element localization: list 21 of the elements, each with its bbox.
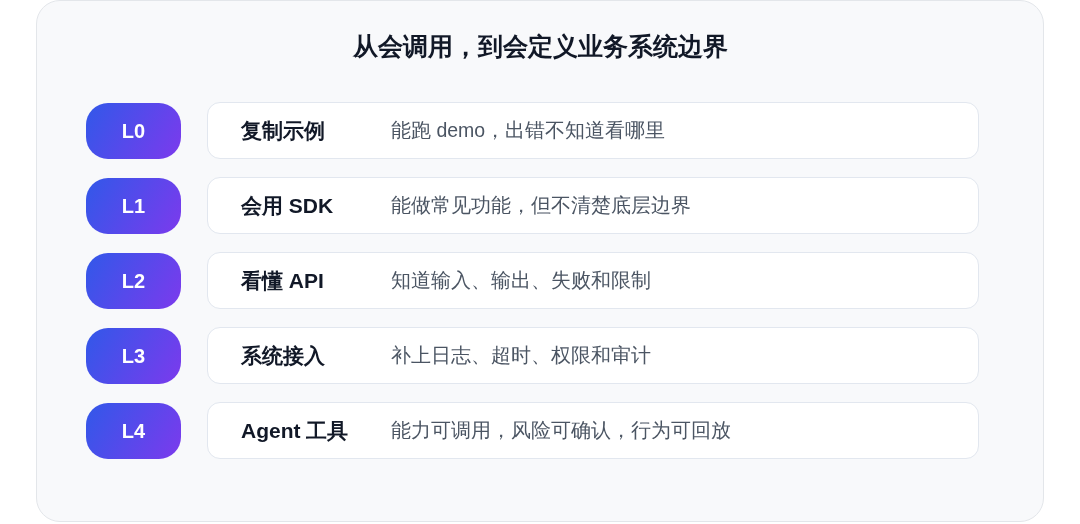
level-description: 能力可调用，风险可确认，行为可回放 (391, 418, 731, 443)
level-badge: L1 (86, 178, 181, 234)
level-title: 会用 SDK (241, 192, 335, 219)
level-badge: L0 (86, 103, 181, 159)
level-badge: L3 (86, 328, 181, 384)
level-card (207, 102, 979, 159)
level-description: 补上日志、超时、权限和审计 (391, 343, 651, 368)
level-title: 复制示例 (241, 117, 326, 144)
level-card (207, 402, 979, 459)
level-description: 能跑 demo，出错不知道看哪里 (391, 118, 666, 143)
level-title: 系统接入 (241, 342, 326, 369)
level-card (207, 252, 979, 309)
level-card (207, 177, 979, 234)
level-title: Agent 工具 (241, 417, 350, 444)
diagram-title: 从会调用，到会定义业务系统边界 (352, 31, 728, 62)
level-badge: L4 (86, 403, 181, 459)
level-description: 知道输入、输出、失败和限制 (391, 268, 651, 293)
level-card (207, 327, 979, 384)
level-title: 看懂 API (241, 267, 325, 294)
level-description: 能做常见功能，但不清楚底层边界 (391, 193, 691, 218)
level-badge: L2 (86, 253, 181, 309)
